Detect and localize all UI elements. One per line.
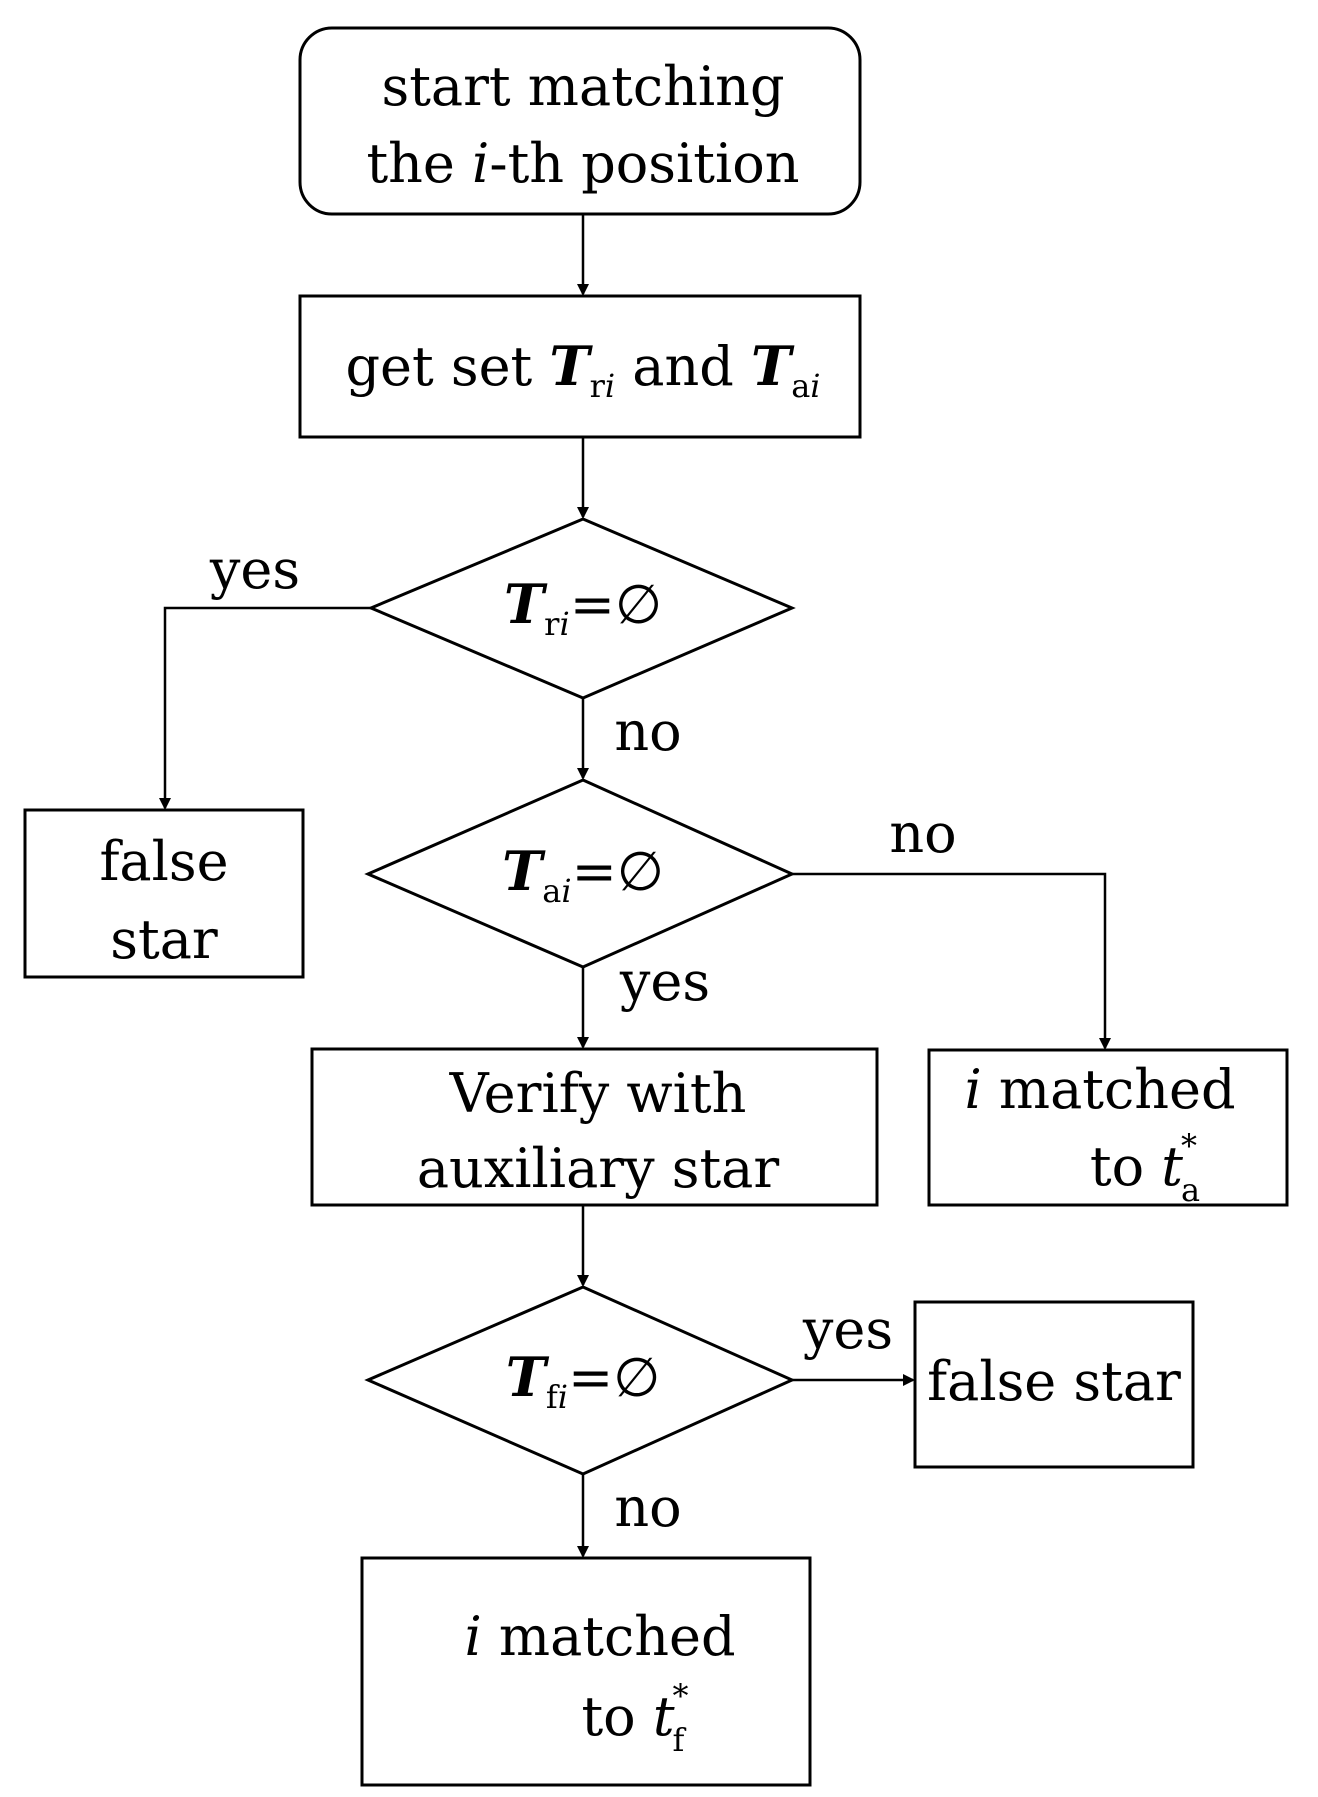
edge-label-tfi-no: no: [614, 1476, 681, 1539]
decision-tri-text: Tri=∅: [504, 572, 662, 643]
start-node-shape: [298, 26, 862, 216]
decision-tfi-text: Tfi=∅: [506, 1345, 661, 1416]
edge-label-tai-yes: yes: [619, 950, 710, 1013]
false-star-left-shape: [23, 808, 305, 979]
edge-labels: yes no no yes yes no: [209, 538, 957, 1539]
verify-node-shape: [310, 1047, 879, 1207]
decision-tri-shape: [367, 517, 796, 700]
get-sets-node-shape: [298, 294, 862, 439]
false-star-right-shape: [913, 1300, 1195, 1469]
edge-tri-yes-to-falsestar: [159, 606, 371, 810]
verify-node-line2: auxiliary star: [417, 1137, 780, 1200]
edge-label-tri-yes: yes: [209, 538, 300, 601]
verify-node: Verify with auxiliary star: [310, 1047, 879, 1207]
false-star-left-line1: false: [99, 830, 228, 893]
edges: [159, 214, 1111, 1558]
decision-tri-node: Tri=∅: [367, 517, 796, 700]
matched-a-line2: to t*a: [1090, 1127, 1200, 1209]
decision-tfi-node: Tfi=∅: [364, 1285, 796, 1476]
matched-a-node: i matched to t*a: [927, 1048, 1289, 1209]
matched-a-shape: [927, 1048, 1289, 1207]
start-node-line1: start matching: [381, 55, 784, 118]
decision-tai-shape: [364, 778, 796, 969]
verify-node-line1: Verify with: [449, 1062, 747, 1125]
false-star-left-node: false star: [23, 808, 305, 979]
edge-label-tai-no: no: [889, 802, 956, 865]
matched-f-shape: [360, 1556, 812, 1787]
edge-label-tri-no: no: [614, 700, 681, 763]
matched-f-line1: i matched: [464, 1605, 735, 1668]
start-node: start matching the i-th position: [298, 26, 862, 216]
false-star-left-line2: star: [110, 908, 218, 971]
false-star-right-text: false star: [927, 1350, 1181, 1413]
get-sets-node: get set Tri and Tai: [298, 294, 862, 439]
start-node-line2: the i-th position: [366, 132, 799, 195]
matched-a-line1: i matched: [964, 1058, 1235, 1121]
edge-label-tfi-yes: yes: [802, 1298, 893, 1361]
matched-f-line2: to t*f: [581, 1677, 688, 1759]
matched-f-node: i matched to t*f: [360, 1556, 812, 1787]
decision-tai-node: Tai=∅: [364, 778, 796, 969]
decision-tfi-shape: [364, 1285, 796, 1476]
decision-tai-text: Tai=∅: [502, 839, 664, 910]
get-sets-node-text: get set Tri and Tai: [345, 334, 820, 405]
edge-tai-no-to-matched-a: [792, 872, 1111, 1050]
false-star-right-node: false star: [913, 1300, 1195, 1469]
